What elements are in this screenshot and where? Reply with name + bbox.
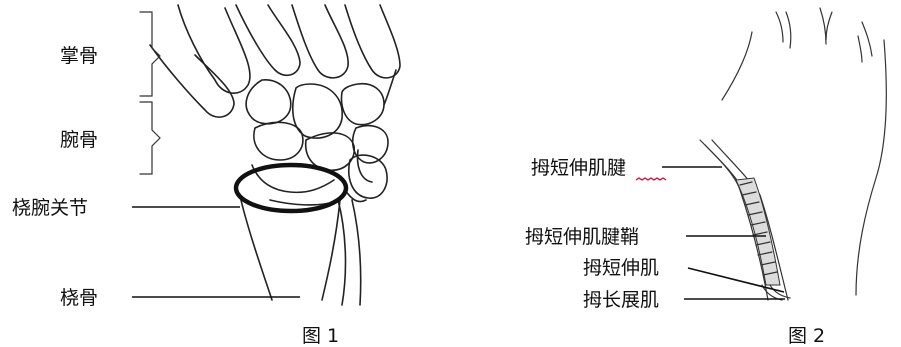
tendon-sheath — [700, 140, 790, 300]
label-metacarpal: 掌骨 — [60, 45, 98, 67]
figure-1-caption: 图 1 — [302, 325, 339, 347]
figure-2-caption: 图 2 — [788, 325, 825, 347]
figure-2: 拇短伸肌腱 拇短伸肌腱鞘 拇短伸肌 拇长展肌 图 2 — [525, 8, 886, 347]
label-epb-muscle: 拇短伸肌 — [583, 257, 659, 279]
label-radius: 桡骨 — [60, 287, 98, 309]
metacarpal-bones — [150, 5, 400, 117]
label-carpal: 腕骨 — [60, 129, 98, 151]
label-apl-muscle: 拇长展肌 — [583, 289, 659, 311]
spellcheck-underline — [636, 178, 666, 180]
label-epb-tendon-sheath: 拇短伸肌腱鞘 — [525, 226, 639, 248]
label-radiocarpal-joint: 桡腕关节 — [12, 197, 88, 219]
bracket-carpal — [140, 102, 160, 174]
label-epb-tendon: 拇短伸肌腱 — [531, 157, 626, 179]
carpal-bones — [246, 80, 388, 198]
hand-outline — [722, 8, 886, 295]
figure-1: 掌骨 腕骨 桡腕关节 桡骨 图 1 — [12, 5, 400, 347]
